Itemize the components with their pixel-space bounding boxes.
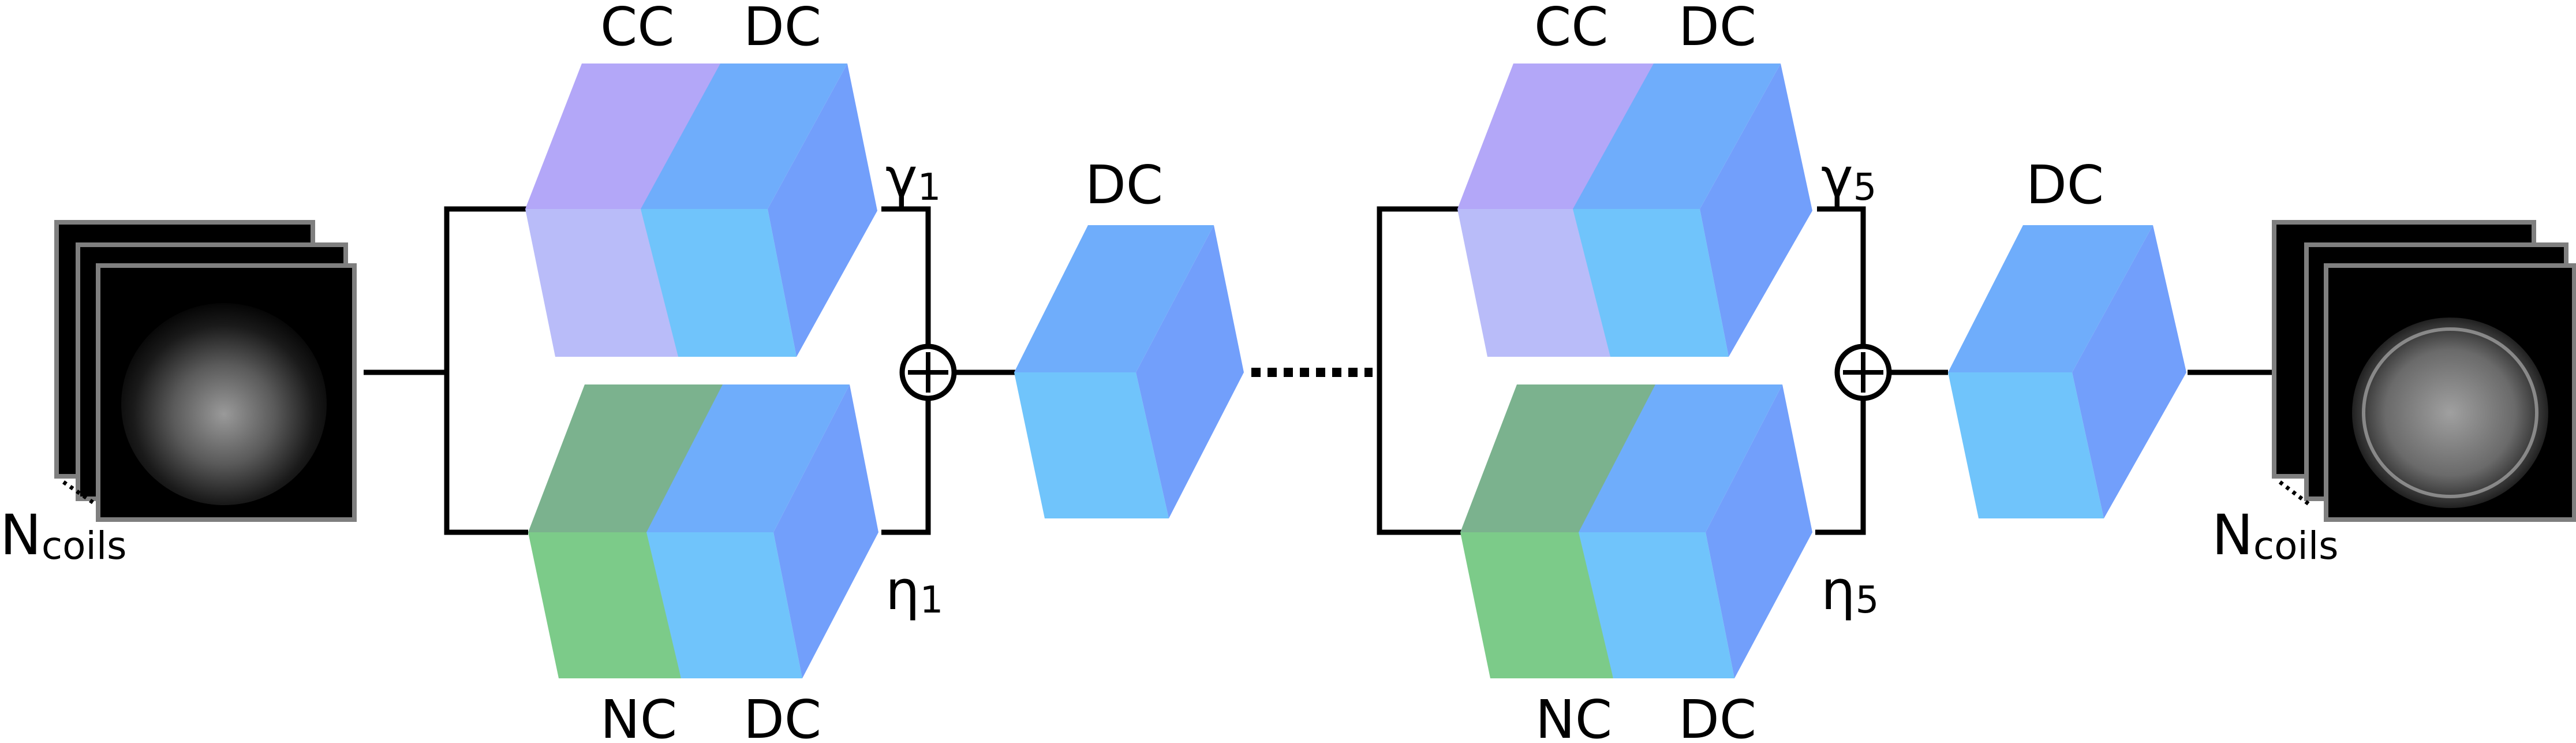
cc-dc-block-1 [525,64,877,357]
cc-label-5: CC [1534,0,1608,58]
output-coil-images [2272,220,2576,522]
dc-label-middle: DC [1085,154,1163,216]
dc-label-final: DC [2026,154,2104,216]
gamma-1-label: γ1 [885,147,941,210]
nc-label-5: NC [1535,689,1612,743]
eta-1-label: η1 [885,559,943,622]
dc-block-final [1948,225,2186,518]
sum-node-1 [899,344,957,401]
connection-lines-right [1377,206,2274,535]
connection-lines-left [364,206,1016,535]
nc-label-1: NC [600,689,677,743]
cc-label-1: CC [600,0,674,58]
nc-dc-block-5 [1460,384,1812,678]
gamma-5-label: γ5 [1821,147,1876,210]
reconstructed-brain-image [2352,318,2548,508]
dc-block-middle [1014,225,1244,518]
nc-dc-block-1 [528,384,878,678]
eta-5-label: η5 [1821,559,1879,622]
coils-label-right: Ncoils [2212,503,2339,568]
sum-node-5 [1834,344,1892,401]
cc-dc-block-5 [1457,64,1812,357]
dc-label-5-bottom: DC [1678,689,1756,743]
dc-label-1-bottom: DC [743,689,821,743]
coils-label-left: Ncoils [0,503,127,568]
input-coil-images [54,220,357,522]
dc-label-5-top: DC [1678,0,1756,58]
dc-label-1-top: DC [743,0,821,58]
undersampled-brain-image [121,303,327,505]
